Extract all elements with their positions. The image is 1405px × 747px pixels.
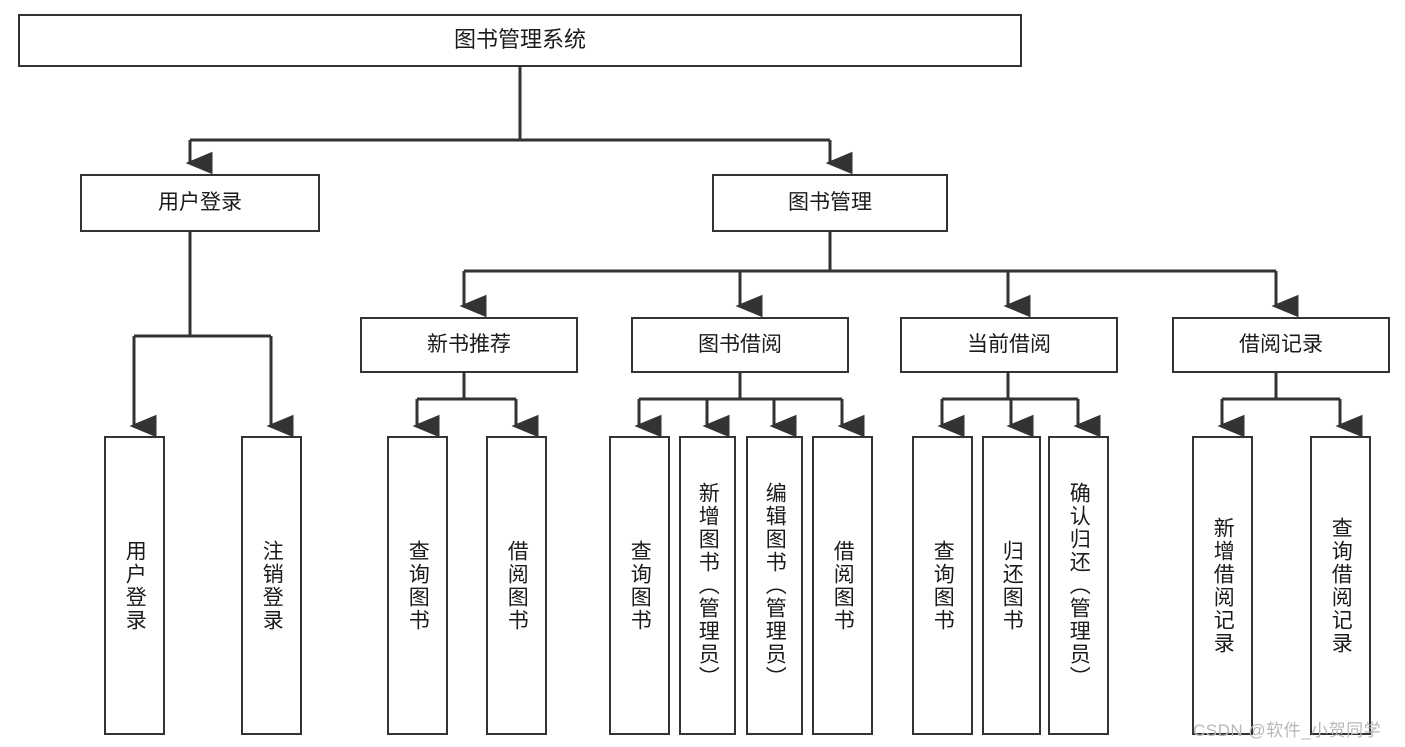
node-book-management[interactable]: 图书管理: [712, 174, 948, 232]
node-label: 新书推荐: [427, 333, 511, 357]
node-label: 归还图书: [1000, 539, 1024, 632]
node-label: 查询图书: [406, 539, 430, 632]
node-book-borrow[interactable]: 图书借阅: [631, 317, 849, 373]
leaf-current-borrow-return[interactable]: 归还图书: [982, 436, 1041, 735]
node-label: 确认归还（管理员）: [1067, 482, 1091, 689]
leaf-new-book-query[interactable]: 查询图书: [387, 436, 448, 735]
node-label: 借阅记录: [1239, 333, 1323, 357]
node-label: 图书借阅: [698, 333, 782, 357]
node-label: 新增借阅记录: [1211, 516, 1235, 655]
node-new-book-recommend[interactable]: 新书推荐: [360, 317, 578, 373]
node-label: 图书管理系统: [453, 27, 586, 53]
leaf-book-borrow-add[interactable]: 新增图书（管理员）: [679, 436, 736, 735]
csdn-watermark: CSDN @软件_小贺同学: [1193, 721, 1382, 740]
node-current-borrow[interactable]: 当前借阅: [900, 317, 1118, 373]
node-label: 图书管理: [788, 191, 872, 215]
leaf-borrow-record-add[interactable]: 新增借阅记录: [1192, 436, 1253, 735]
leaf-current-borrow-query[interactable]: 查询图书: [912, 436, 973, 735]
node-borrow-record[interactable]: 借阅记录: [1172, 317, 1390, 373]
node-label: 用户登录: [158, 191, 242, 215]
leaf-current-borrow-confirm[interactable]: 确认归还（管理员）: [1048, 436, 1109, 735]
leaf-book-borrow-borrow[interactable]: 借阅图书: [812, 436, 873, 735]
node-label: 编辑图书（管理员）: [763, 482, 787, 689]
node-label: 借阅图书: [831, 539, 855, 632]
node-label: 新增图书（管理员）: [696, 482, 720, 689]
node-label: 查询图书: [931, 539, 955, 632]
node-label: 查询借阅记录: [1329, 516, 1353, 655]
leaf-user-login-logout[interactable]: 注销登录: [241, 436, 302, 735]
node-user-login[interactable]: 用户登录: [80, 174, 320, 232]
node-label: 当前借阅: [967, 333, 1051, 357]
node-root-system[interactable]: 图书管理系统: [18, 14, 1022, 67]
node-label: 注销登录: [260, 539, 284, 632]
leaf-new-book-borrow[interactable]: 借阅图书: [486, 436, 547, 735]
leaf-book-borrow-query[interactable]: 查询图书: [609, 436, 670, 735]
leaf-user-login-login[interactable]: 用户登录: [104, 436, 165, 735]
leaf-book-borrow-edit[interactable]: 编辑图书（管理员）: [746, 436, 803, 735]
node-label: 查询图书: [628, 539, 652, 632]
leaf-borrow-record-query[interactable]: 查询借阅记录: [1310, 436, 1371, 735]
node-label: 借阅图书: [505, 539, 529, 632]
node-label: 用户登录: [123, 539, 147, 632]
